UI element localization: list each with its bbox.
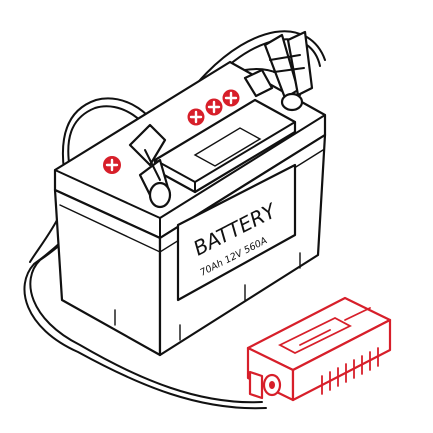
terminal-left-plus-icon xyxy=(103,156,121,174)
battery-label xyxy=(176,163,297,302)
jump-starter-device xyxy=(246,296,392,402)
jump-starter-side xyxy=(291,318,392,402)
jump-starter-vents xyxy=(321,347,379,395)
clamp-right xyxy=(243,30,314,112)
battery: BATTERY 70Ah 12V 560A xyxy=(53,60,327,357)
terminal-right-plus-icon-b xyxy=(205,98,223,116)
terminal-right-plus-icon-c xyxy=(222,89,240,107)
terminal-right-plus-icon-a xyxy=(187,108,205,126)
clamp-left xyxy=(128,123,172,209)
terminal-caps xyxy=(103,89,240,174)
